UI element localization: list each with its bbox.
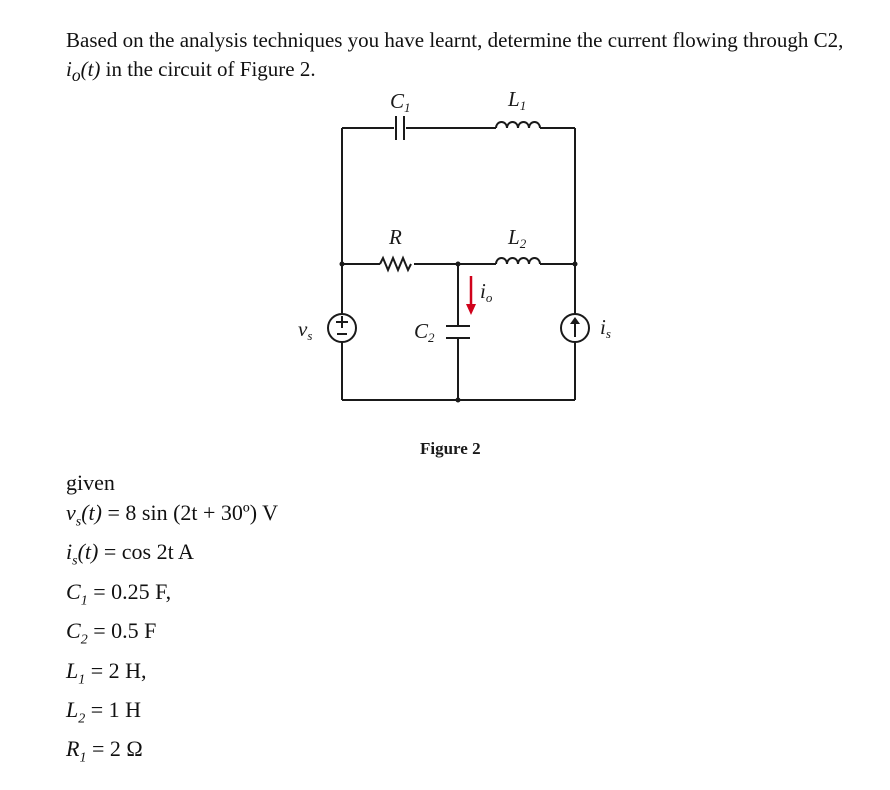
wires bbox=[341, 127, 576, 401]
voltage-source-vs bbox=[327, 313, 357, 343]
label-c2: C2 bbox=[414, 319, 435, 345]
resistor-r bbox=[379, 255, 412, 273]
io-subscript: o bbox=[71, 65, 81, 86]
label-r: R bbox=[388, 225, 402, 249]
node-center bbox=[455, 261, 461, 267]
io-current-arrow bbox=[466, 276, 476, 315]
label-io: io bbox=[480, 279, 493, 305]
nodes bbox=[339, 261, 578, 403]
given-r1: R1 = 2 Ω bbox=[66, 736, 143, 766]
given-is: is(t) = cos 2t A bbox=[66, 539, 194, 569]
label-l2: L2 bbox=[507, 225, 527, 251]
given-vs: vs(t) = 8 sin (2t + 30º) V bbox=[66, 500, 279, 530]
up-arrowhead-icon bbox=[570, 317, 580, 324]
node-right bbox=[572, 261, 578, 267]
given-heading: given bbox=[66, 470, 115, 495]
question-text-before: Based on the analysis techniques you hav… bbox=[66, 28, 844, 52]
current-source-is bbox=[560, 313, 590, 343]
question-text: Based on the analysis techniques you hav… bbox=[66, 26, 866, 90]
inductor-l2 bbox=[495, 257, 541, 265]
given-c2: C2 = 0.5 F bbox=[66, 618, 157, 648]
io-symbol: i bbox=[66, 57, 72, 81]
label-is: is bbox=[600, 315, 611, 341]
io-argument: (t) bbox=[80, 57, 101, 81]
figure-caption: Figure 2 bbox=[420, 439, 481, 458]
node-left bbox=[339, 261, 345, 267]
inductor-l1 bbox=[495, 121, 541, 129]
label-l1: L1 bbox=[507, 87, 526, 113]
given-section: given vs(t) = 8 sin (2t + 30º) V is(t) =… bbox=[66, 468, 278, 774]
down-arrowhead-icon bbox=[466, 304, 476, 315]
given-c1: C1 = 0.25 F, bbox=[66, 578, 172, 609]
label-c1: C1 bbox=[390, 89, 411, 115]
given-l2: L2 = 1 H bbox=[66, 696, 142, 727]
given-l1: L1 = 2 H, bbox=[66, 657, 147, 687]
node-bottom bbox=[455, 397, 461, 403]
label-vs: vs bbox=[298, 317, 312, 343]
question-text-after: in the circuit of Figure 2. bbox=[100, 57, 316, 81]
capacitor-c1 bbox=[395, 116, 405, 140]
capacitor-c2 bbox=[446, 325, 470, 339]
